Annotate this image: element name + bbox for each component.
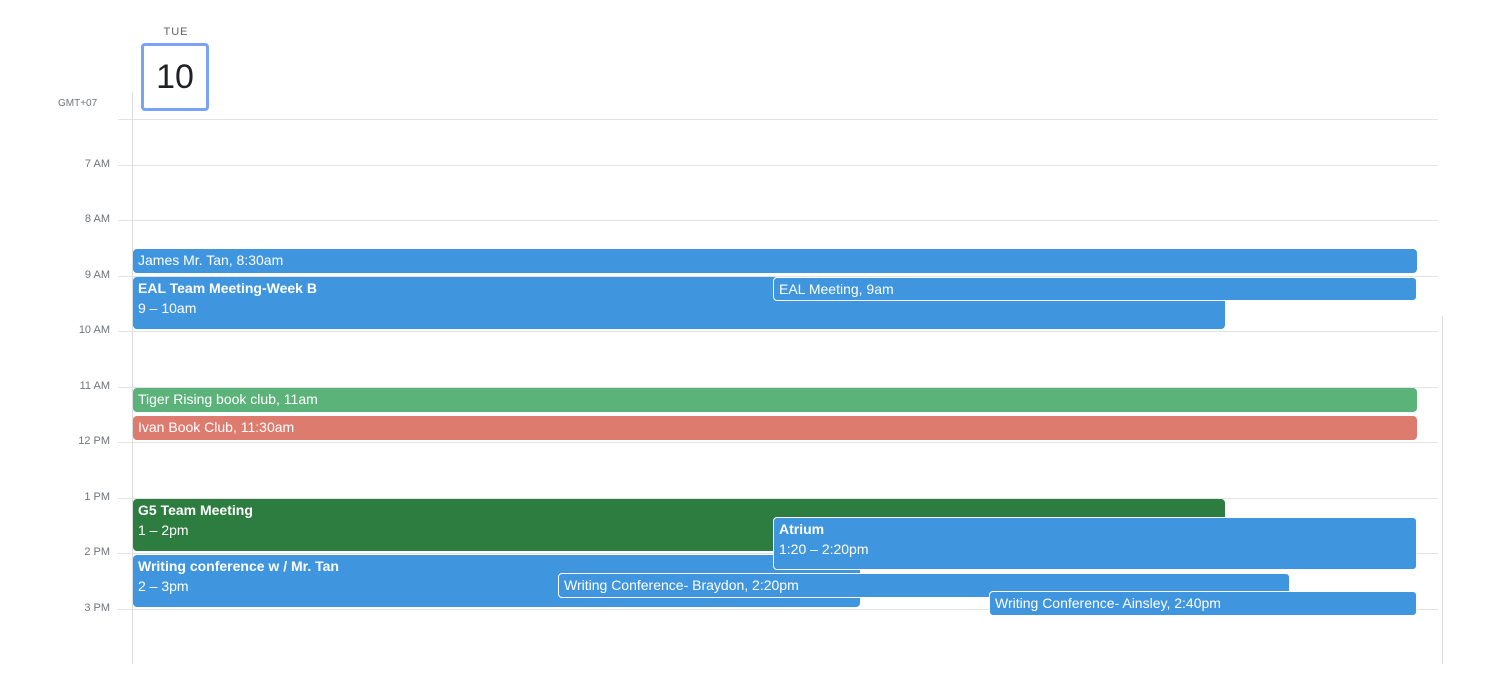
event-atrium[interactable]: Atrium 1:20 – 2:20pm — [773, 517, 1417, 570]
day-number-button[interactable]: 10 — [141, 43, 209, 111]
event-time: , 2:40pm — [1166, 595, 1221, 611]
day-header: TUE — [140, 26, 212, 38]
hour-line — [118, 220, 1438, 221]
hour-line — [118, 498, 1438, 499]
event-title: Tiger Rising book club — [138, 391, 276, 407]
event-time: 2 – 3pm — [138, 578, 189, 594]
event-time: 1 – 2pm — [138, 522, 189, 538]
hour-label-8am: 8 AM — [84, 213, 110, 225]
event-time: , 11:30am — [232, 419, 295, 435]
hour-line — [118, 387, 1438, 388]
event-title: EAL Team Meeting-Week B — [138, 280, 317, 296]
hour-line — [118, 276, 1438, 277]
event-time: 9 – 10am — [138, 300, 197, 316]
hour-line — [118, 331, 1438, 332]
event-title: Writing Conference- Braydon — [564, 577, 745, 593]
day-column-divider-right — [1442, 316, 1443, 664]
event-time: 1:20 – 2:20pm — [779, 541, 869, 557]
event-ivan-book-club[interactable]: Ivan Book Club, 11:30am — [133, 416, 1417, 440]
timezone-label: GMT+07 — [58, 98, 98, 109]
event-time: , 11am — [276, 391, 318, 407]
event-title: Writing Conference- Ainsley — [995, 595, 1167, 611]
hour-label-12pm: 12 PM — [78, 435, 110, 447]
day-of-week-label: TUE — [163, 26, 189, 38]
event-time: , 2:20pm — [744, 577, 799, 593]
hour-line — [118, 442, 1438, 443]
event-writing-conference-mr-tan[interactable]: Writing conference w / Mr. Tan 2 – 3pm — [133, 555, 860, 607]
hour-label-7am: 7 AM — [84, 158, 110, 170]
day-column-divider — [132, 92, 133, 664]
hour-label-10am: 10 AM — [78, 324, 110, 336]
event-eal-meeting[interactable]: EAL Meeting, 9am — [773, 277, 1417, 301]
hour-label-1pm: 1 PM — [84, 491, 110, 503]
event-title: Ivan Book Club — [138, 419, 233, 435]
event-james-mr-tan[interactable]: James Mr. Tan, 8:30am — [133, 249, 1417, 273]
hour-label-3pm: 3 PM — [84, 602, 110, 614]
hour-label-9am: 9 AM — [84, 269, 110, 281]
all-day-divider — [118, 119, 1438, 120]
event-title: James Mr. Tan — [138, 252, 229, 268]
event-title: Writing conference w / Mr. Tan — [138, 558, 339, 574]
hour-label-11am: 11 AM — [79, 380, 110, 392]
hour-line — [118, 165, 1438, 166]
event-time: , 8:30am — [228, 252, 284, 268]
event-title: G5 Team Meeting — [138, 502, 253, 518]
event-title: Atrium — [779, 521, 825, 537]
event-writing-conference-ainsley[interactable]: Writing Conference- Ainsley, 2:40pm — [989, 591, 1417, 616]
event-title: EAL Meeting — [779, 281, 859, 297]
hour-label-2pm: 2 PM — [84, 546, 110, 558]
hour-line — [118, 609, 1438, 610]
event-tiger-rising-book-club[interactable]: Tiger Rising book club, 11am — [133, 388, 1417, 412]
event-time: , 9am — [858, 281, 894, 297]
